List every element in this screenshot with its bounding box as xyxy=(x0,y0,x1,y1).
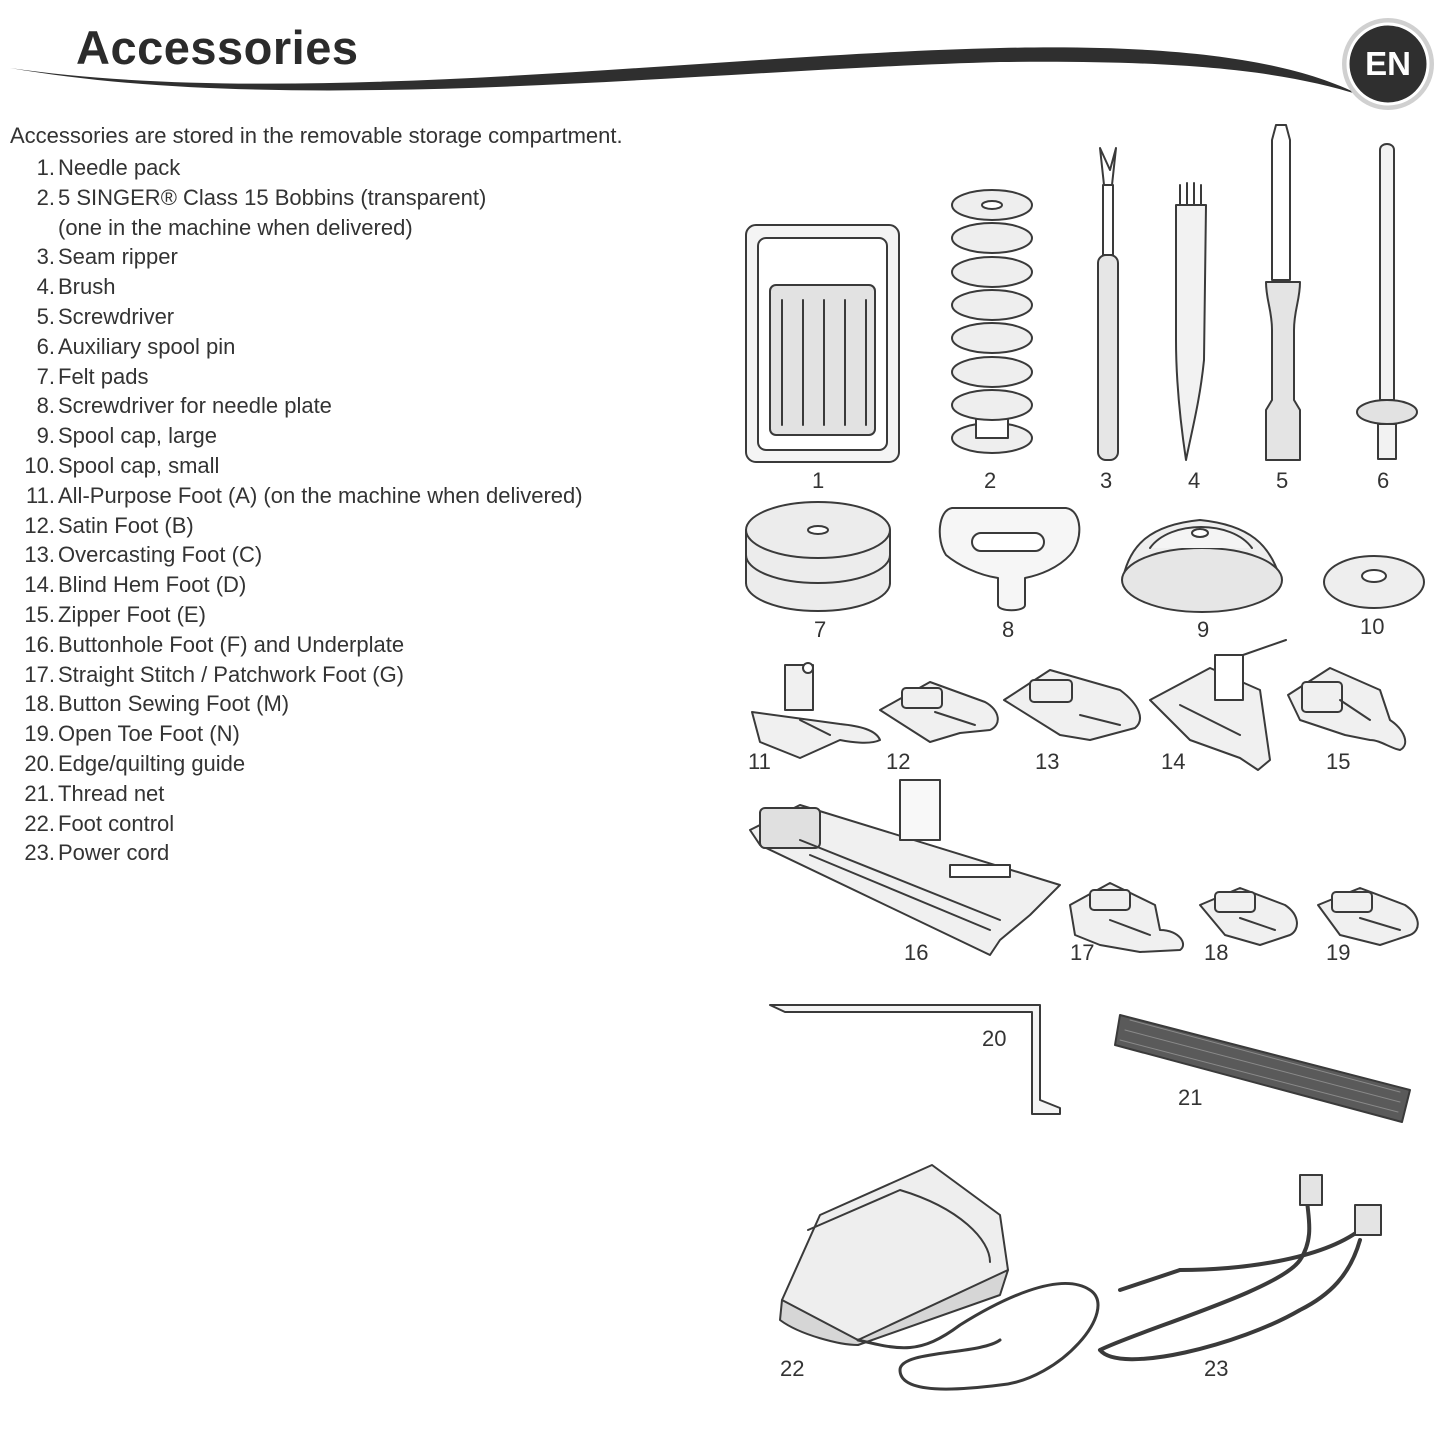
illustration-label: 12 xyxy=(886,749,910,774)
illustration-label: 9 xyxy=(1197,617,1209,642)
quilting-guide-illustration xyxy=(769,1004,1061,1115)
needle-plate-screwdriver-illustration xyxy=(938,507,1081,612)
list-item-label: 5 SINGER® Class 15 Bobbins (transparent) xyxy=(58,184,487,210)
illustration-label: 22 xyxy=(780,1356,804,1381)
illustration-label: 4 xyxy=(1188,468,1200,493)
list-item: 9.Spool cap, large xyxy=(36,423,217,449)
list-item: 22.Foot control xyxy=(24,810,175,836)
illustration-label: 8 xyxy=(1002,617,1014,642)
illustration-label: 6 xyxy=(1377,468,1389,493)
felt-pads-illustration xyxy=(745,501,891,612)
spool-cap-large-illustration xyxy=(1121,519,1283,613)
presser-foot-d-illustration xyxy=(1149,639,1287,771)
list-item: 19.Open Toe Foot (N) xyxy=(24,721,240,747)
presser-foot-g-illustration xyxy=(1069,882,1185,953)
illustration-label: 20 xyxy=(982,1026,1006,1051)
illustration-label: 21 xyxy=(1178,1085,1202,1110)
illustration-label: 3 xyxy=(1100,468,1112,493)
language-badge: EN xyxy=(1340,16,1436,112)
spool-cap-small-illustration xyxy=(1323,555,1425,609)
illustration-label: 19 xyxy=(1326,940,1350,965)
list-item: 16.Buttonhole Foot (F) and Underplate xyxy=(24,631,405,657)
list-item: 14.Blind Hem Foot (D) xyxy=(24,572,247,598)
header-swoosh xyxy=(10,47,1360,95)
spool-pin-illustration xyxy=(1356,143,1418,460)
illustration-label: 5 xyxy=(1276,468,1288,493)
list-item: 18.Button Sewing Foot (M) xyxy=(24,691,290,717)
list-item: 13.Overcasting Foot (C) xyxy=(24,542,263,568)
list-item: 6.Auxiliary spool pin xyxy=(36,333,236,359)
needle-pack-illustration xyxy=(745,224,900,463)
power-cord-illustration xyxy=(1098,1174,1382,1362)
list-item: 3.Seam ripper xyxy=(36,244,178,270)
presser-foot-e-illustration xyxy=(1287,667,1407,751)
brush-illustration xyxy=(1175,182,1207,461)
illustration-label: 15 xyxy=(1326,749,1350,774)
illustration-label: 13 xyxy=(1035,749,1059,774)
list-item: 8.Screwdriver for needle plate xyxy=(36,393,332,419)
language-badge-label: EN xyxy=(1365,45,1411,82)
illustration-label: 16 xyxy=(904,940,928,965)
presser-foot-m-illustration xyxy=(1199,887,1298,946)
language-badge-circle xyxy=(1342,18,1434,110)
list-item: 1.Needle pack xyxy=(36,155,181,180)
screwdriver-illustration xyxy=(1265,124,1301,461)
presser-foot-a-illustration xyxy=(751,662,881,759)
seam-ripper-illustration xyxy=(1097,147,1119,461)
thread-net-illustration xyxy=(1114,1014,1411,1123)
illustration-label: 11 xyxy=(748,749,771,774)
illustration-label: 1 xyxy=(812,468,824,493)
presser-foot-n-illustration xyxy=(1317,887,1419,946)
presser-foot-f-illustration xyxy=(749,779,1061,956)
list-item: 10.Spool cap, small xyxy=(24,452,220,478)
list-item: 15.Zipper Foot (E) xyxy=(24,601,206,627)
list-item: 4.Brush xyxy=(36,274,116,300)
page-title: Accessories xyxy=(76,21,359,74)
foot-control-illustration xyxy=(779,1164,1100,1391)
presser-foot-b-illustration xyxy=(879,681,999,743)
list-item: 20.Edge/quilting guide xyxy=(24,750,246,776)
accessory-list: 1.Needle pack 2.5 SINGER® Class 15 Bobbi… xyxy=(0,153,583,868)
list-item: 7.Felt pads xyxy=(36,363,149,389)
bobbins-illustration xyxy=(951,189,1033,454)
presser-foot-c-illustration xyxy=(1003,669,1141,741)
illustration-label: 10 xyxy=(1360,614,1384,639)
illustration-label: 18 xyxy=(1204,940,1228,965)
illustration-label: 17 xyxy=(1070,940,1094,965)
illustration-label: 2 xyxy=(984,468,996,493)
illustration-label: 7 xyxy=(814,617,826,642)
illustration-label: 14 xyxy=(1161,749,1185,774)
list-item: 23.Power cord xyxy=(24,840,170,866)
intro-text: Accessories are stored in the removable … xyxy=(10,123,623,148)
illustration-number-labels: 1 2 3 4 5 6 7 8 9 10 11 12 13 14 15 16 1… xyxy=(748,468,1389,1381)
list-item-note: (one in the machine when delivered) xyxy=(58,214,413,240)
list-item: 12.Satin Foot (B) xyxy=(24,512,194,538)
list-item: 17.Straight Stitch / Patchwork Foot (G) xyxy=(24,661,405,687)
illustration-label: 23 xyxy=(1204,1356,1228,1381)
list-item: 11.All-Purpose Foot (A) (on the machine … xyxy=(26,482,583,508)
list-item: 5.Screwdriver xyxy=(36,303,175,329)
list-item: 2.5 SINGER® Class 15 Bobbins (transparen… xyxy=(0,183,583,243)
list-item: 21.Thread net xyxy=(24,780,165,806)
